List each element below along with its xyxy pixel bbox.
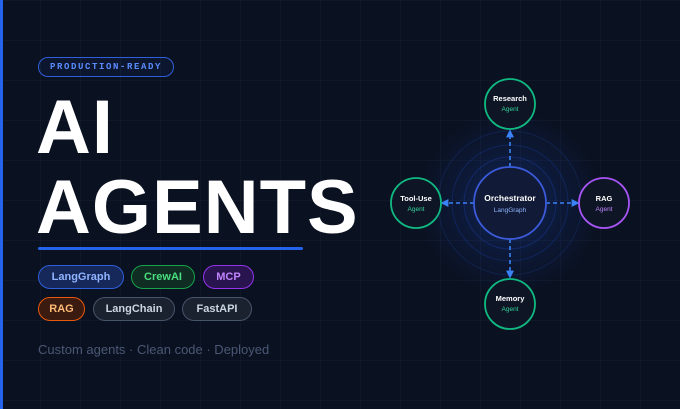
research-agent-node: Research Agent [484,78,536,130]
research-agent-circle [484,78,536,130]
tool-use-agent-circle [390,177,442,229]
left-accent-bar [0,0,3,409]
tool-use-agent-node: Tool-Use Agent [390,177,442,229]
orchestrator-title: Orchestrator [484,193,536,203]
tag-langchain: LangChain [93,297,175,321]
orchestrator-node: Orchestrator LangGraph [473,166,547,240]
tag-mcp: MCP [203,265,254,289]
tag-fastapi: FastAPI [182,297,252,321]
hero-title-line-1: AI [36,85,114,170]
production-ready-badge: PRODUCTION-READY [38,57,174,77]
memory-agent-circle [484,278,536,330]
title-underline [38,247,303,250]
tag-crewai: CrewAI [131,265,195,289]
orchestrator-subtitle: LangGraph [494,207,527,214]
rag-agent-circle [578,177,630,229]
memory-agent-node: Memory Agent [484,278,536,330]
tool-use-agent-title: Tool-Use [400,194,432,203]
orchestrator-circle [473,166,547,240]
connector-group [440,129,580,279]
rag-agent-node: RAG Agent [578,177,630,229]
memory-agent-subtitle: Agent [502,306,519,313]
tool-use-agent-subtitle: Agent [408,206,425,213]
tagline: Custom agents · Clean code · Deployed [38,342,270,357]
hero-title-line-2: AGENTS [36,165,359,250]
rag-agent-title: RAG [596,194,613,203]
research-agent-subtitle: Agent [502,106,519,113]
research-agent-title: Research [493,94,527,103]
tag-rag: RAG [38,297,85,321]
rag-agent-subtitle: Agent [596,206,613,213]
memory-agent-title: Memory [496,294,526,303]
tag-langgraph: LangGraph [38,265,124,289]
